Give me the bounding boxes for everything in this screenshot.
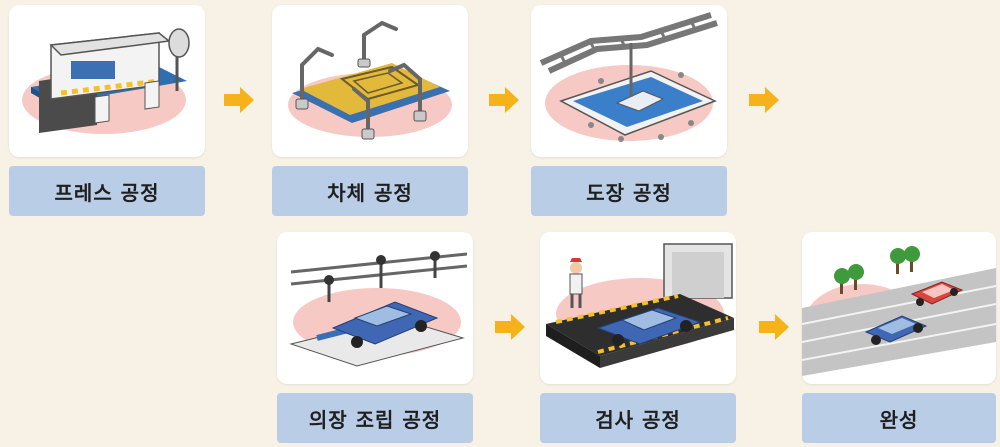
step-card-paint (531, 5, 727, 157)
arrow-right-icon (493, 312, 527, 342)
step-label-finished: 완성 (802, 393, 996, 443)
step-label-body: 차체 공정 (272, 166, 468, 216)
inspection-station-icon (546, 243, 734, 368)
welding-robots-icon (288, 20, 452, 140)
step-card-inspection (540, 232, 736, 384)
assembly-line-icon (289, 251, 468, 367)
paint-bath-icon (539, 12, 718, 142)
step-label-paint: 도장 공정 (531, 166, 727, 216)
step-card-body (272, 5, 468, 157)
step-card-assembly (277, 232, 473, 384)
step-label-inspection: 검사 공정 (540, 393, 736, 443)
arrow-right-icon (757, 312, 791, 342)
press-machine-icon (22, 28, 190, 134)
step-card-finished (802, 232, 996, 384)
step-card-press (9, 5, 205, 157)
arrow-right-icon (747, 85, 781, 115)
arrow-right-icon (222, 85, 256, 115)
arrow-right-icon (487, 85, 521, 115)
finished-cars-road-icon (802, 246, 996, 376)
step-label-assembly: 의장 조립 공정 (277, 393, 473, 443)
step-label-press: 프레스 공정 (9, 166, 205, 216)
